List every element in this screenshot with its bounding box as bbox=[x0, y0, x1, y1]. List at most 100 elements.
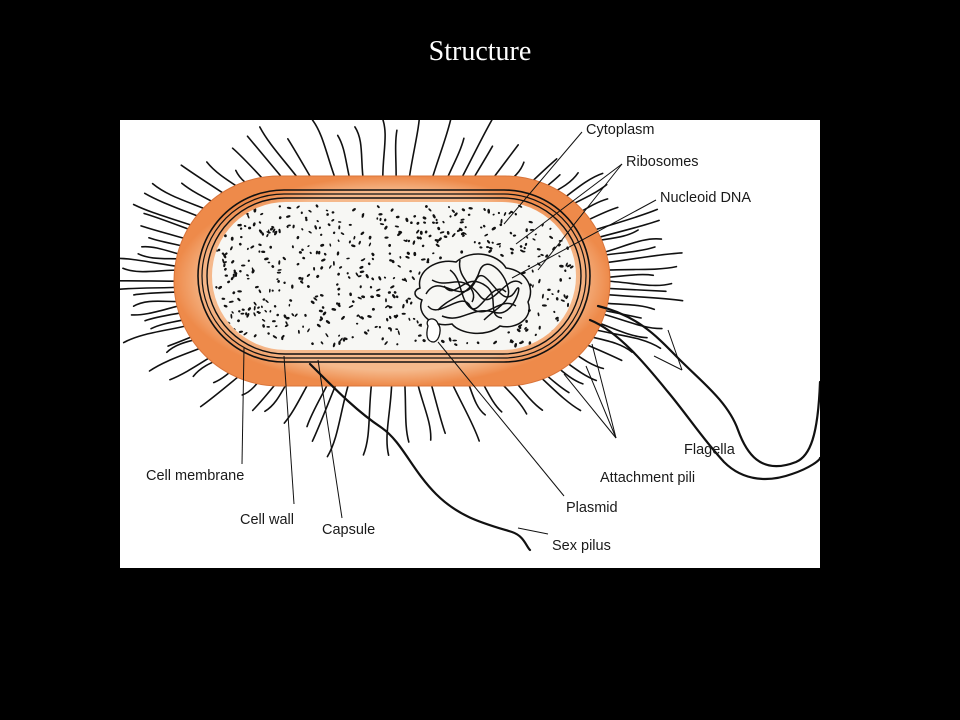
ribosome-dot bbox=[466, 342, 469, 345]
ribosome-dot bbox=[277, 279, 280, 283]
ribosome-dot bbox=[534, 333, 537, 337]
ribosome-dot bbox=[269, 245, 272, 249]
ribosome-dot bbox=[223, 304, 228, 308]
ribosome-dot bbox=[376, 205, 380, 209]
ribosome-dot bbox=[325, 333, 329, 338]
ribosome-dot bbox=[371, 252, 375, 256]
ribosome-dot bbox=[376, 294, 381, 297]
ribosome-dot bbox=[329, 243, 332, 247]
ribosome-dot bbox=[463, 232, 467, 235]
ribosome-dot bbox=[224, 267, 227, 271]
ribosome-dot bbox=[422, 216, 427, 220]
ribosome-dot bbox=[378, 276, 382, 281]
ribosome-dot bbox=[413, 251, 417, 257]
ribosome-dot bbox=[337, 293, 340, 296]
ribosome-dot bbox=[416, 236, 420, 240]
ribosome-dot bbox=[239, 269, 242, 273]
ribosome-dot bbox=[264, 257, 269, 261]
ribosome-dot bbox=[253, 301, 257, 306]
ribosome-dot bbox=[390, 328, 392, 332]
ribosome-dot bbox=[326, 213, 329, 216]
ribosome-dot bbox=[514, 343, 517, 348]
ribosome-dot bbox=[482, 224, 486, 228]
ribosome-dot bbox=[422, 339, 426, 343]
ribosome-dot bbox=[268, 288, 271, 293]
ribosome-dot bbox=[348, 223, 352, 226]
ribosome-dot bbox=[296, 262, 300, 266]
ribosome-dot bbox=[223, 263, 226, 268]
ribosome-dot bbox=[359, 285, 362, 289]
ribosome-dot bbox=[271, 289, 274, 292]
label-attachment-pili: Attachment pili bbox=[600, 470, 695, 486]
ribosome-dot bbox=[346, 257, 350, 260]
ribosome-dot bbox=[464, 226, 467, 229]
ribosome-dot bbox=[218, 285, 223, 290]
ribosome-dot bbox=[283, 314, 287, 319]
ribosome-dot bbox=[413, 215, 417, 218]
ribosome-dot bbox=[258, 243, 262, 247]
label-cell-wall: Cell wall bbox=[240, 512, 294, 528]
ribosome-dot bbox=[525, 328, 529, 332]
ribosome-dot bbox=[338, 221, 342, 223]
ribosome-dot bbox=[238, 310, 241, 313]
ribosome-dot bbox=[559, 264, 564, 268]
ribosome-dot bbox=[516, 328, 521, 333]
ribosome-dot bbox=[537, 255, 541, 258]
ribosome-dot bbox=[519, 341, 523, 345]
ribosome-dot bbox=[486, 246, 490, 249]
ribosome-dot bbox=[258, 289, 262, 294]
ribosome-dot bbox=[371, 277, 375, 281]
ribosome-dot bbox=[566, 264, 572, 268]
ribosome-dot bbox=[484, 233, 489, 237]
ribosome-dot bbox=[435, 218, 438, 222]
ribosome-dot bbox=[541, 293, 544, 299]
ribosome-dot bbox=[399, 256, 402, 259]
ribosome-dot bbox=[532, 238, 536, 241]
ribosome-dot bbox=[221, 297, 226, 300]
ribosome-dot bbox=[231, 311, 234, 314]
ribosome-dot bbox=[393, 291, 397, 294]
ribosome-dot bbox=[286, 215, 291, 218]
ribosome-dot bbox=[387, 291, 391, 294]
ribosome-dot bbox=[549, 235, 554, 239]
ribosome-dot bbox=[230, 313, 233, 319]
ribosome-dot bbox=[262, 298, 266, 301]
ribosome-dot bbox=[215, 286, 218, 289]
bacterium-diagram: Cytoplasm Ribosomes Nucleoid DNA Flagell… bbox=[120, 120, 820, 568]
ribosome-dot bbox=[332, 342, 336, 348]
ribosome-dot bbox=[250, 245, 255, 249]
ribosome-dot bbox=[360, 259, 364, 262]
ribosome-dot bbox=[496, 243, 502, 246]
ribosome-dot bbox=[392, 294, 396, 299]
ribosome-dot bbox=[528, 220, 533, 224]
ribosome-dot bbox=[338, 334, 341, 337]
ribosome-dot bbox=[301, 248, 304, 252]
ribosome-dot bbox=[388, 306, 393, 309]
ribosome-dot bbox=[416, 229, 420, 234]
ribosome-dot bbox=[426, 261, 430, 264]
ribosome-dot bbox=[389, 315, 392, 320]
ribosome-dot bbox=[306, 285, 310, 288]
ribosome-dot bbox=[247, 259, 250, 262]
ribosome-dot bbox=[358, 240, 361, 245]
ribosome-dot bbox=[565, 262, 568, 267]
ribosome-dot bbox=[395, 295, 399, 299]
ribosome-dot bbox=[267, 261, 271, 264]
ribosome-dot bbox=[446, 231, 450, 235]
ribosome-dot bbox=[476, 341, 480, 345]
ribosome-dot bbox=[269, 227, 274, 231]
ribosome-dot bbox=[365, 274, 369, 279]
ribosome-dot bbox=[371, 257, 375, 261]
ribosome-dot bbox=[566, 302, 570, 308]
ribosome-dot bbox=[349, 292, 352, 297]
ribosome-dot bbox=[274, 231, 278, 236]
ribosome-dot bbox=[491, 241, 494, 244]
ribosome-dot bbox=[488, 249, 492, 253]
ribosome-dot bbox=[406, 251, 410, 255]
ribosome-dot bbox=[260, 305, 263, 309]
ribosome-dot bbox=[316, 274, 320, 278]
ribosome-dot bbox=[343, 337, 348, 341]
ribosome-dot bbox=[419, 324, 422, 327]
ribosome-dot bbox=[223, 261, 227, 264]
ribosome-dot bbox=[248, 226, 252, 230]
